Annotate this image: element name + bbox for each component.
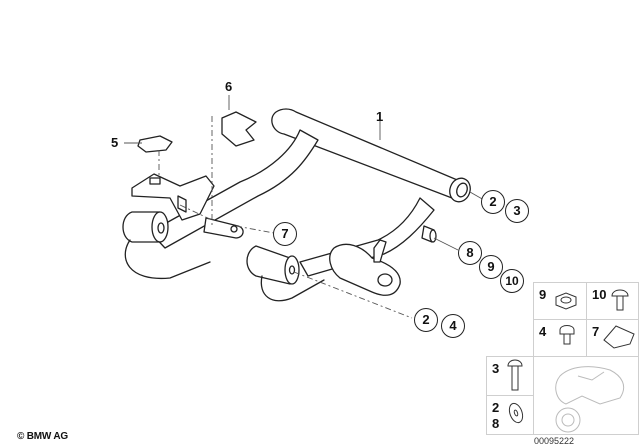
- short-bolt-icon: [559, 325, 575, 345]
- bracket-assembly: [131, 173, 244, 239]
- clip-part-6: [221, 111, 257, 147]
- callout-2-top: 2: [481, 190, 505, 214]
- copyright: © BMW AG: [17, 431, 68, 442]
- motorcycle-outline-icon: [555, 366, 625, 433]
- diagram-code: 00095222: [534, 436, 575, 446]
- callout-4: 4: [441, 314, 465, 338]
- legend-thumbnail-cell: [533, 356, 639, 435]
- legend-cell-9: 9: [533, 282, 587, 320]
- callout-10: 10: [500, 269, 524, 293]
- callout-8: 8: [458, 241, 482, 265]
- callout-6: 6: [225, 79, 233, 94]
- callout-2-bottom: 2: [414, 308, 438, 332]
- legend-cell-4: 4: [533, 319, 587, 357]
- spring-clip-icon: [603, 325, 635, 349]
- expansion-rivet-icon: [611, 289, 629, 311]
- legend-cell-7: 7: [586, 319, 639, 357]
- callout-1: 1: [376, 109, 384, 124]
- legend-cell-2-8: 2 8: [486, 395, 534, 435]
- callout-9: 9: [479, 255, 503, 279]
- washer-icon: [508, 402, 524, 424]
- callout-3: 3: [505, 199, 529, 223]
- legend-cell-10: 10: [586, 282, 639, 320]
- callout-5: 5: [111, 135, 119, 150]
- frame-tube-part-1: [122, 108, 471, 302]
- legend-cell-3: 3: [486, 356, 534, 396]
- long-bolt-icon: [507, 359, 523, 391]
- callout-7: 7: [273, 222, 297, 246]
- cap-part-5: [137, 135, 173, 153]
